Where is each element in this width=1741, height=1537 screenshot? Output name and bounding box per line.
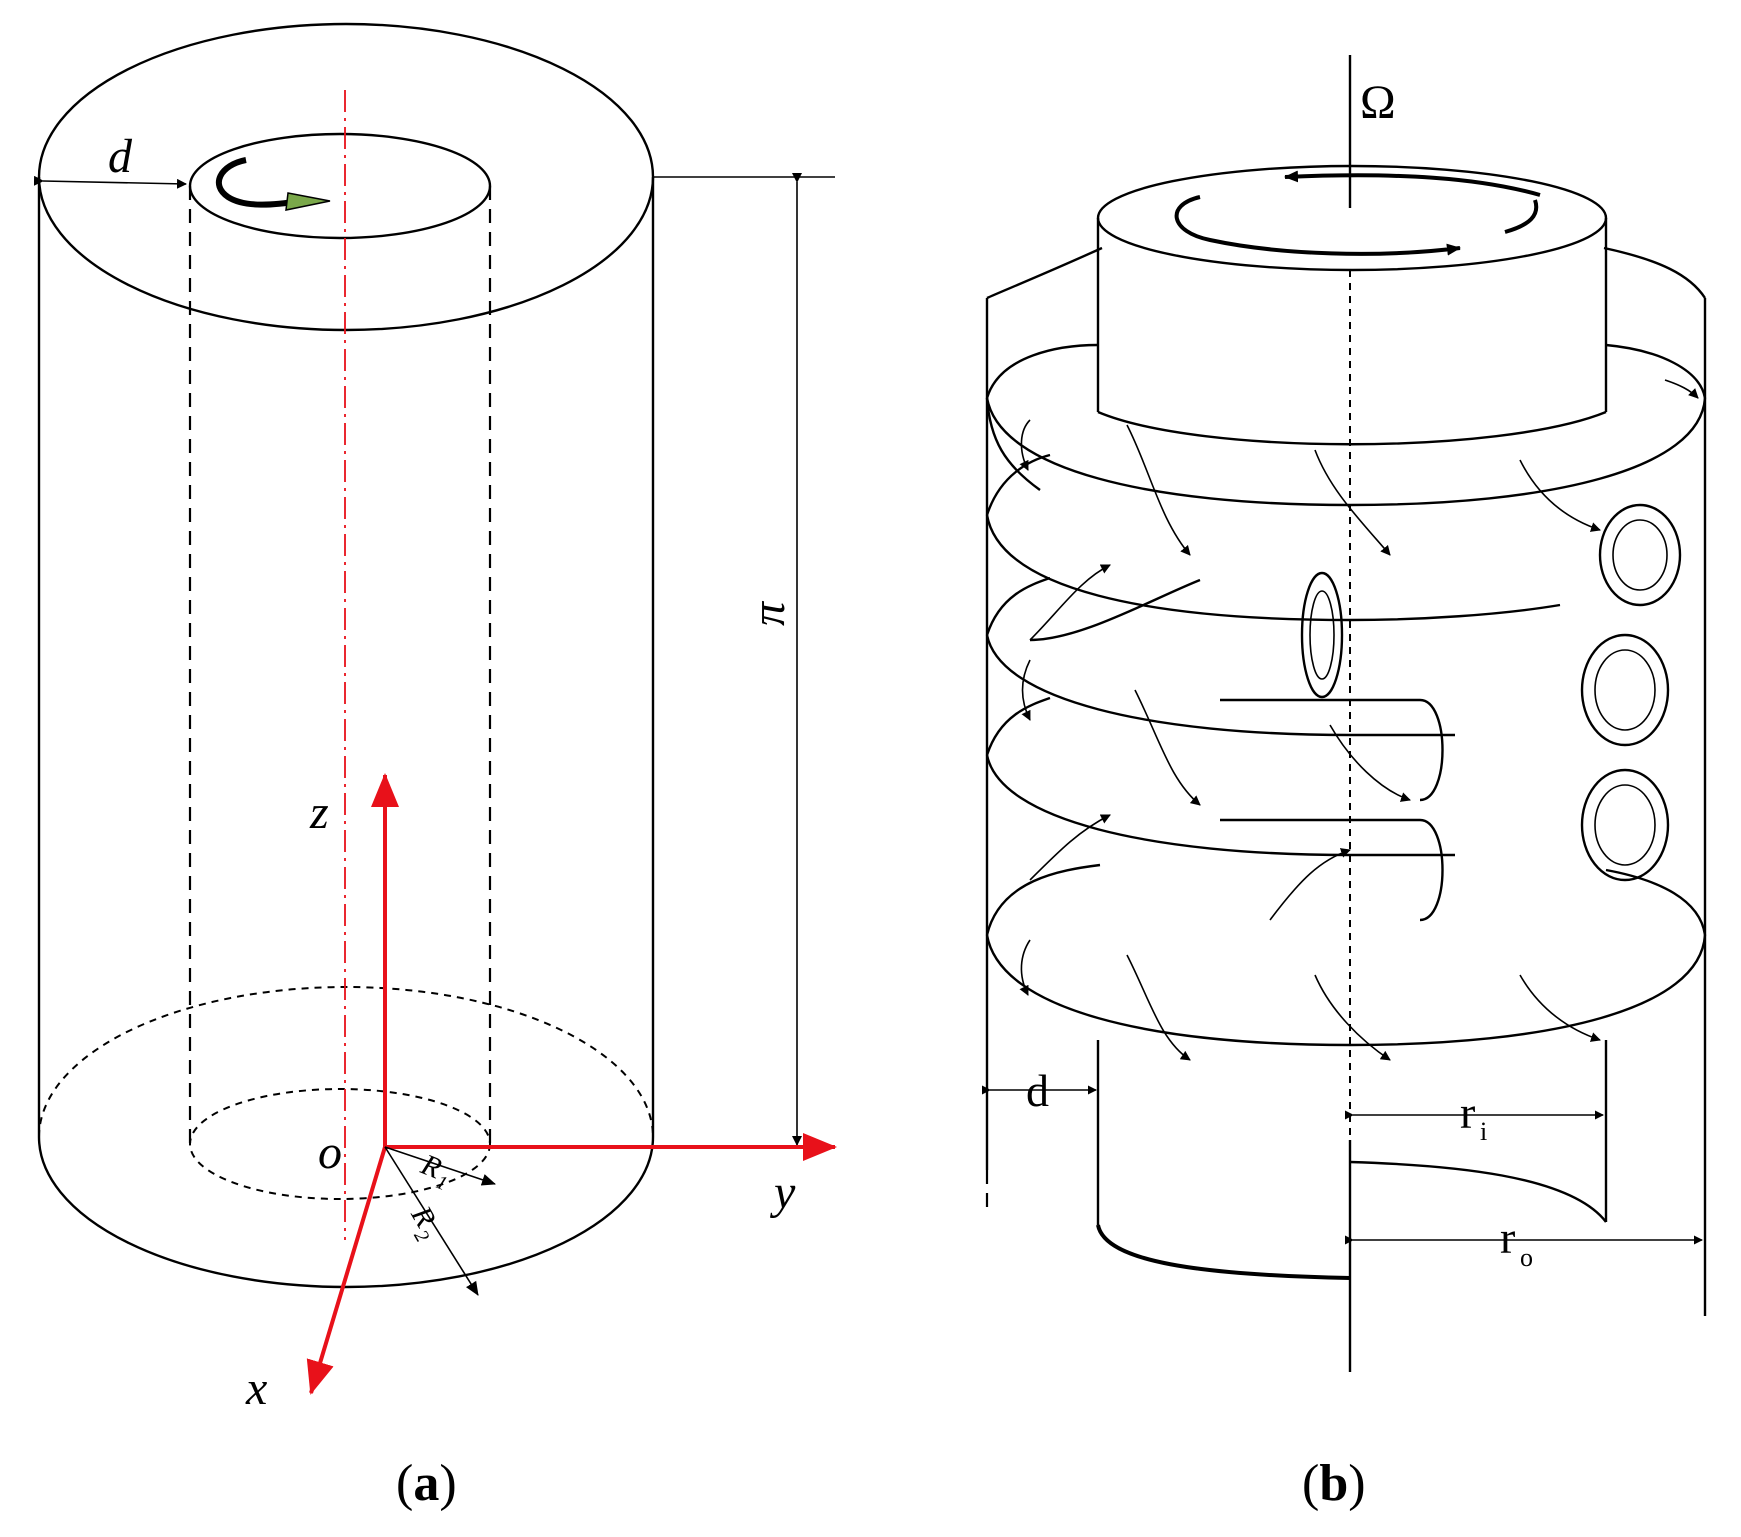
vortex-ring-4 (985, 696, 1455, 922)
label-x: x (245, 1362, 267, 1415)
outer-cylinder-bottom-front (37, 1136, 655, 1289)
label-o: o (318, 1126, 342, 1179)
vortex-cross-section-mid (1300, 571, 1344, 699)
vortex-cross-section-3 (1580, 768, 1670, 882)
vortex-ring-3 (985, 576, 1455, 806)
x-axis (306, 1146, 387, 1395)
label-d-a: d (108, 130, 133, 183)
outer-cylinder-top-b-right (1603, 246, 1707, 299)
inner-cylinder-front-b (1097, 410, 1607, 446)
caption-a: (a) (396, 1455, 457, 1512)
inner-cylinder-top (188, 132, 492, 240)
inner-cylinder-bottom (189, 1088, 491, 1200)
vortex-cross-section-2 (1580, 633, 1670, 747)
label-omega: Ω (1360, 76, 1396, 129)
caption-b: (b) (1302, 1455, 1366, 1512)
panel-a-diagram: d π z o y x R 1 R 2 (a) (33, 22, 837, 1512)
top-rotation-back-arrow (1284, 170, 1541, 197)
label-ri-sub: i (1480, 1117, 1487, 1146)
label-ro-group: r o (1500, 1212, 1533, 1272)
outer-cylinder-top-b (986, 246, 1103, 300)
label-ro: r (1500, 1212, 1515, 1263)
label-y: y (769, 1166, 796, 1219)
vortex-cross-section-1 (1598, 503, 1682, 607)
label-z: z (309, 786, 329, 839)
gap-d-arrow (33, 175, 187, 189)
outer-cylinder-bottom-back (38, 986, 654, 1138)
inner-cylinder-cutaway-b (1349, 1160, 1607, 1223)
rotation-arrowhead-icon (285, 192, 331, 211)
top-rotation-front-arrow (1174, 195, 1461, 256)
rotation-arrow-icon (215, 157, 301, 208)
label-ro-sub: o (1520, 1243, 1533, 1272)
label-ri: r (1460, 1087, 1475, 1138)
vortex-ring-1 (985, 343, 1707, 556)
label-d-b: d (1026, 1065, 1049, 1116)
radius-r2-arrow (384, 1146, 479, 1296)
label-height: π (742, 600, 795, 626)
panel-b-diagram: Ω d r i r o (b) (982, 55, 1707, 1512)
vortex-ring-2 (985, 453, 1561, 642)
top-rotation-right-arc (1504, 199, 1539, 234)
inner-cylinder-bottom-b (1096, 1224, 1351, 1280)
radius-r1-arrow (384, 1146, 496, 1186)
label-ri-group: r i (1460, 1087, 1487, 1146)
vortex-ring-5 (985, 863, 1707, 1061)
